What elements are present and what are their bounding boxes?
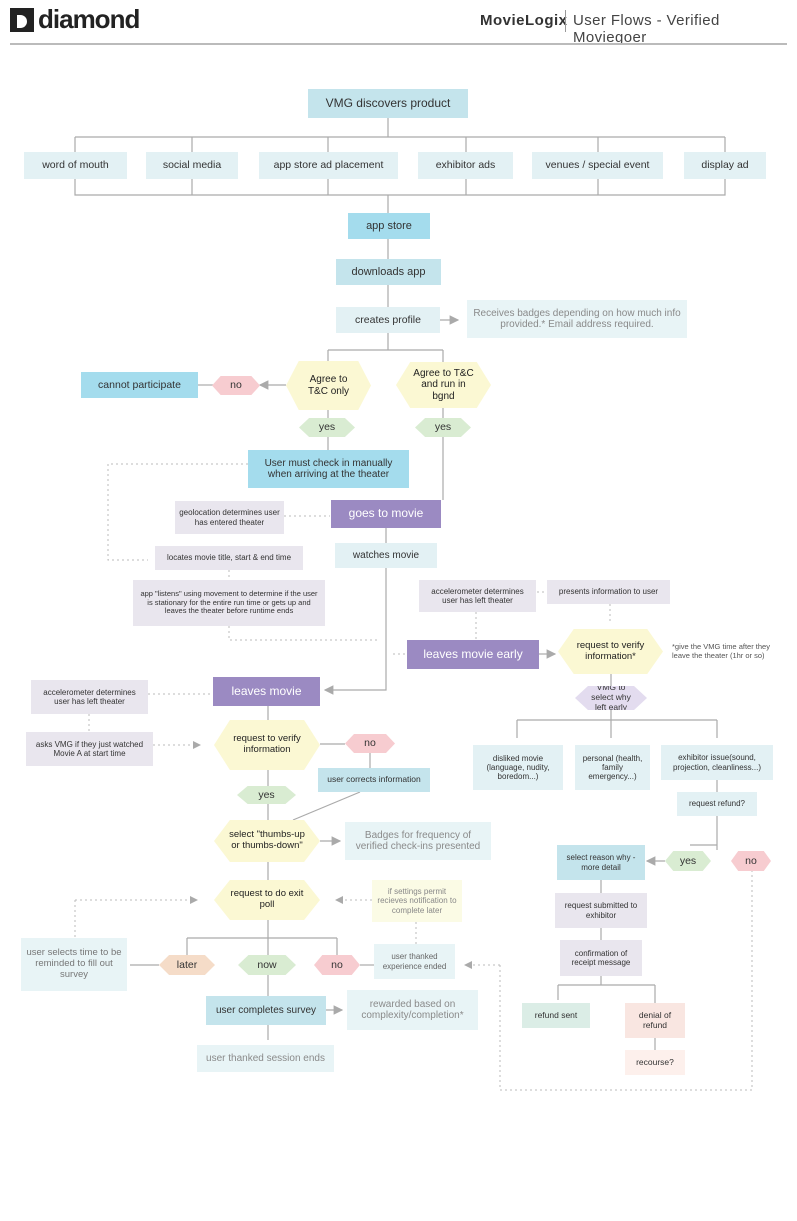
downloads-app-node: downloads app xyxy=(336,259,441,285)
venues-node: venues / special event xyxy=(532,152,663,179)
header-divider xyxy=(565,10,566,32)
no-node-4: no xyxy=(314,955,360,975)
leaves-movie-node: leaves movie xyxy=(213,677,320,706)
thanked-experience-node: user thanked experience ended xyxy=(374,944,455,979)
diamond-logo-icon xyxy=(10,8,34,32)
exhibitor-ads-node: exhibitor ads xyxy=(418,152,513,179)
app-store-node: app store xyxy=(348,213,430,239)
thumbs-decision: select "thumbs-up or thumbs-down" xyxy=(214,820,320,862)
cannot-participate-node: cannot participate xyxy=(81,372,198,398)
user-corrects-node: user corrects information xyxy=(318,768,430,792)
app-store-ad-node: app store ad placement xyxy=(259,152,398,179)
exhibitor-issue-node: exhibitor issue(sound, projection, clean… xyxy=(661,745,773,780)
select-reason-node: select reason why -more detail xyxy=(557,845,645,880)
logo-text: diamond xyxy=(38,4,140,34)
app-listens-node: app "listens" using movement to determin… xyxy=(133,580,325,626)
exit-poll-decision: request to do exit poll xyxy=(214,880,320,920)
vmg-time-note: *give the VMG time after they leave the … xyxy=(672,642,770,660)
vmg-select-reason-node: VMG to select why left early xyxy=(575,686,647,710)
user-selects-time-node: user selects time to be reminded to fill… xyxy=(21,938,127,991)
verify-info-right-decision: request to verify information* xyxy=(558,629,663,674)
no-node-3: no xyxy=(731,851,771,871)
denial-node: denial of refund xyxy=(625,1003,685,1038)
yes-node-4: yes xyxy=(665,851,711,871)
yes-node-1: yes xyxy=(299,418,355,437)
thanked-session-node: user thanked session ends xyxy=(197,1045,334,1072)
request-submitted-node: request submitted to exhibitor xyxy=(555,893,647,928)
header: diamond MovieLogix User Flows - Verified… xyxy=(0,0,797,46)
goes-to-movie-node: goes to movie xyxy=(331,500,441,528)
accelerometer-left-node: accelerometer determines user has left t… xyxy=(31,680,148,714)
disliked-movie-node: disliked movie (language, nudity, boredo… xyxy=(473,745,563,790)
discover-node: VMG discovers product xyxy=(308,89,468,118)
social-media-node: social media xyxy=(146,152,238,179)
leaves-early-node: leaves movie early xyxy=(407,640,539,669)
recourse-node: recourse? xyxy=(625,1050,685,1075)
completes-survey-node: user completes survey xyxy=(206,996,326,1025)
app-name: MovieLogix xyxy=(480,12,568,29)
settings-permit-node: if settings permit recieves notification… xyxy=(372,880,462,922)
locates-movie-node: locates movie title, start & end time xyxy=(155,546,303,570)
no-node-2: no xyxy=(345,734,395,753)
badges-profile-note: Receives badges depending on how much in… xyxy=(467,300,687,338)
no-node-1: no xyxy=(212,376,260,395)
personal-node: personal (health, family emergency...) xyxy=(575,745,650,790)
later-node: later xyxy=(159,955,215,975)
accelerometer-right-node: accelerometer determines user has left t… xyxy=(419,580,536,612)
creates-profile-node: creates profile xyxy=(336,307,440,333)
yes-node-2: yes xyxy=(415,418,471,437)
badges-checkins-note: Badges for frequency of verified check-i… xyxy=(345,822,491,860)
agree-tc-bgnd-decision: Agree to T&C and run in bgnd xyxy=(396,362,491,408)
request-refund-node: request refund? xyxy=(677,792,757,816)
word-of-mouth-node: word of mouth xyxy=(24,152,127,179)
display-ad-node: display ad xyxy=(684,152,766,179)
manual-checkin-node: User must check in manually when arrivin… xyxy=(248,450,409,488)
confirmation-node: confirmation of receipt message xyxy=(560,940,642,976)
geolocation-node: geolocation determines user has entered … xyxy=(175,501,284,534)
presents-info-node: presents information to user xyxy=(547,580,670,604)
rewarded-note: rewarded based on complexity/completion* xyxy=(347,990,478,1030)
now-node: now xyxy=(238,955,296,975)
header-rule xyxy=(10,43,787,45)
flow-title: User Flows - Verified Moviegoer xyxy=(573,12,720,46)
verify-info-left-decision: request to verify information xyxy=(214,720,320,770)
watches-movie-node: watches movie xyxy=(335,543,437,568)
agree-tc-only-decision: Agree to T&C only xyxy=(286,361,371,410)
yes-node-3: yes xyxy=(237,786,296,804)
asks-vmg-node: asks VMG if they just watched Movie A at… xyxy=(26,732,153,766)
refund-sent-node: refund sent xyxy=(522,1003,590,1028)
